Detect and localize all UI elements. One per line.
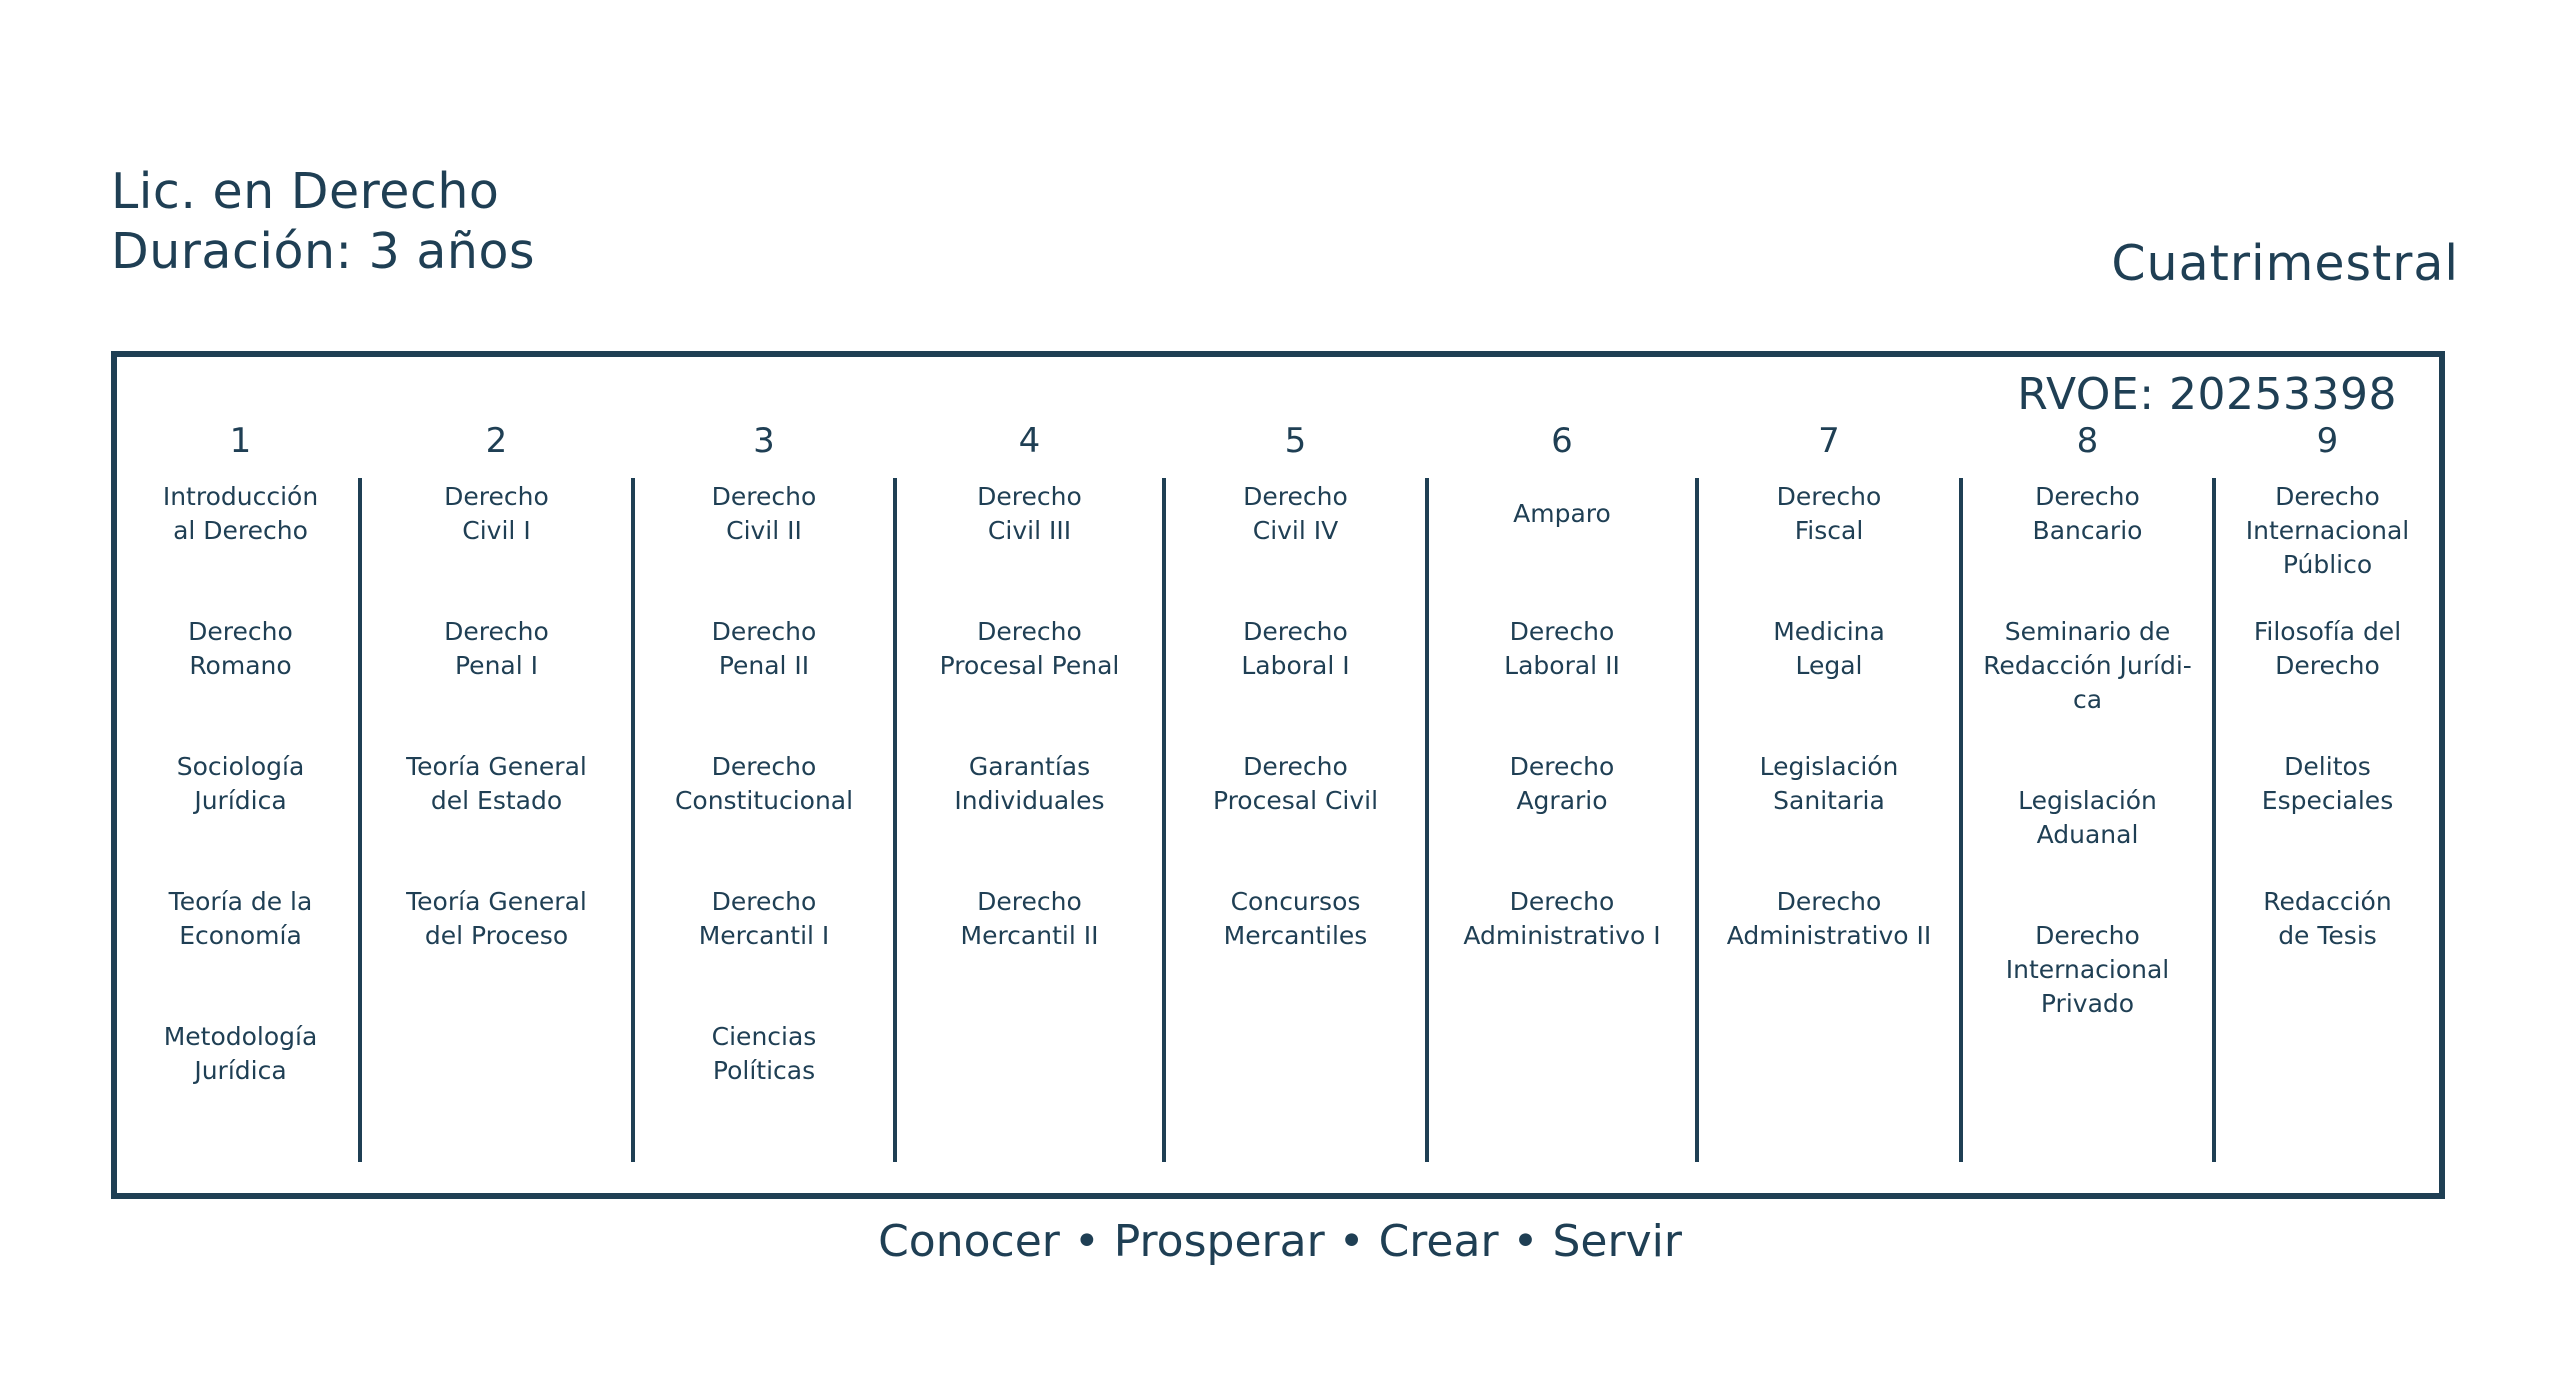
column-divider: [893, 478, 897, 1162]
subject-item: Derecho Internacional Privado: [2005, 921, 2170, 1018]
subject-item: Derecho Bancario: [2032, 482, 2143, 545]
program-title: Lic. en Derecho Duración: 3 años: [111, 162, 535, 282]
subject-item: Derecho Procesal Penal: [939, 617, 1120, 680]
subject-item: Derecho Internacional Público: [2245, 482, 2410, 579]
program-name: Lic. en Derecho: [111, 163, 500, 220]
subject-item: Ciencias Políticas: [711, 1022, 817, 1085]
subject-item: Derecho Civil IV: [1243, 482, 1348, 545]
subject-item: Derecho Penal I: [444, 617, 549, 680]
subject-item: Derecho Constitucional: [674, 752, 854, 815]
program-duration: Duración: 3 años: [111, 223, 535, 280]
subject-item: Derecho Mercantil II: [960, 887, 1099, 950]
subject-item: Derecho Penal II: [711, 617, 817, 680]
semester-number: 1: [229, 421, 252, 461]
subject-item: Derecho Mercantil I: [698, 887, 830, 950]
program-modality: Cuatrimestral: [2111, 235, 2459, 292]
subject-item: Filosofía del Derecho: [2253, 617, 2402, 680]
column-divider: [2212, 478, 2216, 1162]
subject-item: Derecho Civil II: [711, 482, 817, 545]
column-divider: [631, 478, 635, 1162]
subject-item: Derecho Administrativo I: [1463, 887, 1661, 950]
subject-item: Medicina Legal: [1773, 617, 1885, 680]
subject-item: Derecho Laboral I: [1241, 617, 1350, 680]
subject-item: Concursos Mercantiles: [1223, 887, 1368, 950]
rvoe-number: RVOE: 20253398: [2017, 369, 2397, 420]
subject-item: Derecho Civil I: [444, 482, 549, 545]
column-divider: [1695, 478, 1699, 1162]
subject-item: Amparo: [1513, 499, 1611, 528]
subject-item: Derecho Fiscal: [1776, 482, 1882, 545]
subject-item: Legislación Aduanal: [2018, 786, 2157, 849]
semester-number: 5: [1284, 421, 1307, 461]
semester-number: 3: [753, 421, 775, 461]
column-divider: [1425, 478, 1429, 1162]
semester-number: 4: [1018, 421, 1041, 461]
subject-item: Teoría General del Proceso: [406, 887, 587, 950]
semester-number: 8: [2076, 421, 2099, 461]
column-divider: [358, 478, 362, 1162]
subject-item: Sociología Jurídica: [176, 752, 305, 815]
column-divider: [1162, 478, 1166, 1162]
column-divider: [1959, 478, 1963, 1162]
semester-number: 2: [485, 421, 508, 461]
semester-number: 7: [1818, 421, 1840, 461]
subject-item: Derecho Procesal Civil: [1212, 752, 1379, 815]
subject-item: Metodología Jurídica: [163, 1022, 318, 1085]
subject-item: Garantías Individuales: [954, 752, 1105, 815]
subject-item: Seminario de Redacción Jurídi- ca: [1983, 617, 2192, 714]
subject-item: Introducción al Derecho: [162, 482, 319, 545]
slogan: Conocer • Prosperar • Crear • Servir: [878, 1216, 1682, 1267]
subject-item: Teoría de la Economía: [168, 887, 313, 950]
subject-item: Derecho Romano: [188, 617, 293, 680]
subject-item: Derecho Civil III: [977, 482, 1082, 545]
subject-item: Teoría General del Estado: [406, 752, 587, 815]
subject-item: Derecho Agrario: [1509, 752, 1615, 815]
subject-item: Delitos Especiales: [2261, 752, 2394, 815]
subject-item: Derecho Administrativo II: [1726, 887, 1932, 950]
subject-item: Derecho Laboral II: [1504, 617, 1620, 680]
semester-number: 9: [2316, 421, 2339, 461]
subject-item: Redacción de Tesis: [2263, 887, 2392, 950]
subject-item: Legislación Sanitaria: [1759, 752, 1899, 815]
semester-number: 6: [1551, 421, 1573, 461]
